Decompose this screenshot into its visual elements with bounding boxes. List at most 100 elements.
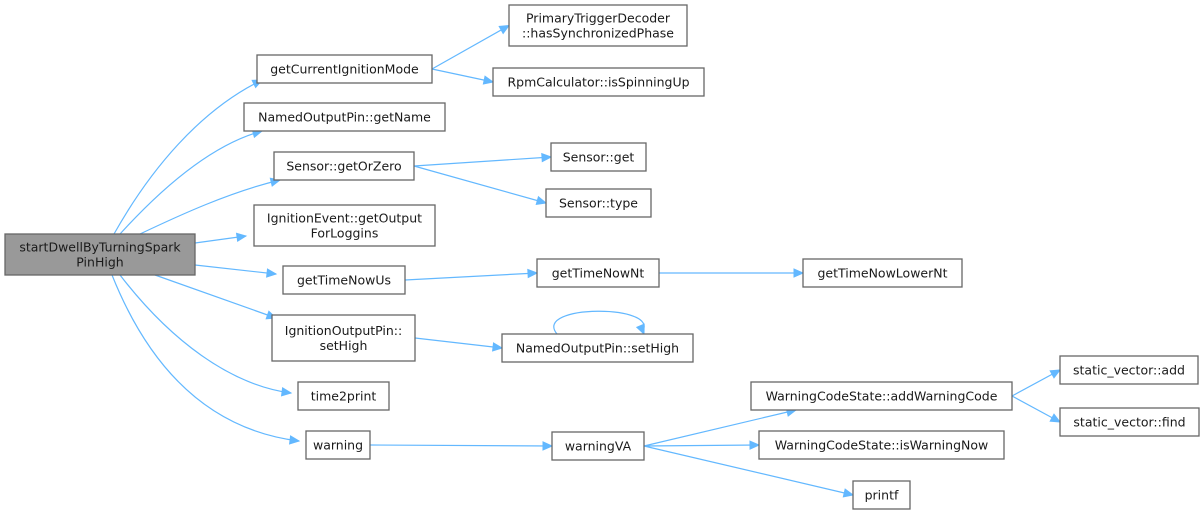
call-edge-warningVA-addWarningCode (643, 409, 797, 447)
arrowhead-icon (842, 488, 855, 498)
node-label: RpmCalculator::isSpinningUp (507, 75, 689, 90)
node-box (492, 67, 705, 97)
node-box (273, 151, 415, 181)
node-getTimeNowLowerNt[interactable]: getTimeNowLowerNt (802, 258, 963, 288)
call-edge-ignSetHigh-namedSetHigh (414, 337, 503, 349)
node-box (4, 233, 196, 276)
arrowhead-icon (1049, 413, 1062, 423)
node-label: time2print (311, 389, 377, 404)
call-edge-root-warning (111, 274, 300, 442)
node-label: PrimaryTriggerDecoder::hasSynchronizedPh… (522, 11, 674, 41)
node-label: Sensor::type (559, 196, 638, 211)
arrowhead-icon (749, 440, 761, 450)
node-svFind[interactable]: static_vector::find (1059, 407, 1200, 437)
node-label: Sensor::get (563, 150, 635, 165)
call-edge-warning-warningVA (369, 444, 553, 447)
node-sensorType[interactable]: Sensor::type (545, 188, 652, 218)
node-box (501, 333, 694, 363)
arrowhead-icon (1049, 369, 1062, 379)
node-label: NamedOutputPin::setHigh (516, 341, 679, 356)
node-box (271, 314, 416, 362)
call-edge-getOrZero-sensorType (413, 165, 547, 204)
node-time2print[interactable]: time2print (297, 381, 390, 411)
call-edge-getCurrentIgnitionMode-hasSync (431, 24, 510, 70)
node-hasSync[interactable]: PrimaryTriggerDecoder::hasSynchronizedPh… (508, 4, 688, 47)
node-label: printf (865, 488, 899, 503)
edges (111, 24, 1062, 498)
node-svAdd[interactable]: static_vector::add (1059, 355, 1199, 385)
node-label: WarningCodeState::addWarningCode (766, 389, 998, 404)
arrowhead-icon (542, 441, 554, 451)
call-edge-root-getName (119, 130, 263, 235)
call-edge-root-getOrZero (139, 179, 281, 235)
arrowhead-icon (527, 268, 539, 279)
node-warning[interactable]: warning (305, 430, 371, 460)
node-box (551, 431, 645, 461)
node-getOrZero[interactable]: Sensor::getOrZero (273, 151, 415, 181)
node-box (243, 102, 446, 132)
node-box (750, 381, 1013, 411)
node-label: NamedOutputPin::getName (258, 110, 431, 125)
node-label: static_vector::find (1073, 415, 1185, 430)
node-namedSetHigh[interactable]: NamedOutputPin::setHigh (501, 333, 694, 363)
node-getTimeNowNt[interactable]: getTimeNowNt (536, 258, 660, 288)
arrowhead-icon (498, 24, 511, 35)
arrowhead-icon (793, 268, 805, 278)
call-edge-warningVA-printf (643, 445, 854, 496)
call-edge-namedSetHigh-namedSetHigh (553, 310, 645, 335)
node-box (253, 204, 436, 247)
node-warningVA[interactable]: warningVA (551, 431, 645, 461)
node-box (758, 430, 1005, 460)
node-box (536, 258, 660, 288)
node-label: warningVA (565, 439, 632, 454)
node-addWarningCode[interactable]: WarningCodeState::addWarningCode (750, 381, 1013, 411)
node-label: getTimeNowUs (297, 273, 391, 288)
node-getName[interactable]: NamedOutputPin::getName (243, 102, 446, 132)
node-box (550, 142, 647, 172)
node-box (802, 258, 963, 288)
node-label: static_vector::add (1073, 363, 1185, 378)
call-edge-getCurrentIgnitionMode-isSpinningUp (431, 68, 494, 83)
arrowhead-icon (482, 75, 495, 85)
node-ignSetHigh[interactable]: IgnitionOutputPin::setHigh (271, 314, 416, 362)
arrowhead-icon (635, 323, 645, 336)
node-label: warning (313, 438, 363, 453)
node-label: getTimeNowLowerNt (817, 266, 947, 281)
node-isSpinningUp[interactable]: RpmCalculator::isSpinningUp (492, 67, 705, 97)
node-box (305, 430, 371, 460)
node-isWarningNow[interactable]: WarningCodeState::isWarningNow (758, 430, 1005, 460)
node-box (297, 381, 390, 411)
arrowhead-icon (288, 435, 301, 445)
arrowhead-icon (235, 232, 248, 243)
node-label: getTimeNowNt (552, 266, 645, 281)
node-label: IgnitionOutputPin::setHigh (285, 323, 402, 353)
call-edge-warningVA-isWarningNow (643, 444, 760, 447)
node-label: WarningCodeState::isWarningNow (775, 438, 989, 453)
arrowhead-icon (535, 195, 548, 206)
call-edge-root-time2print (119, 274, 292, 394)
node-label: getCurrentIgnitionMode (270, 62, 419, 77)
node-sensorGet[interactable]: Sensor::get (550, 142, 647, 172)
call-edge-getOrZero-sensorGet (413, 156, 552, 167)
node-box (256, 54, 433, 84)
arrowhead-icon (280, 387, 293, 397)
node-printf[interactable]: printf (852, 480, 911, 510)
node-getTimeNowUs[interactable]: getTimeNowUs (282, 265, 406, 295)
node-box (282, 265, 406, 295)
arrowhead-icon (266, 268, 278, 278)
node-box (508, 4, 688, 47)
node-box (545, 188, 652, 218)
node-box (852, 480, 911, 510)
arrowhead-icon (541, 152, 553, 163)
node-box (1059, 355, 1199, 385)
node-label: Sensor::getOrZero (286, 159, 401, 174)
node-getCurrentIgnitionMode[interactable]: getCurrentIgnitionMode (256, 54, 433, 84)
call-edge-root-getTimeNowUs (194, 264, 277, 275)
call-edge-root-ignSetHigh (154, 274, 277, 319)
